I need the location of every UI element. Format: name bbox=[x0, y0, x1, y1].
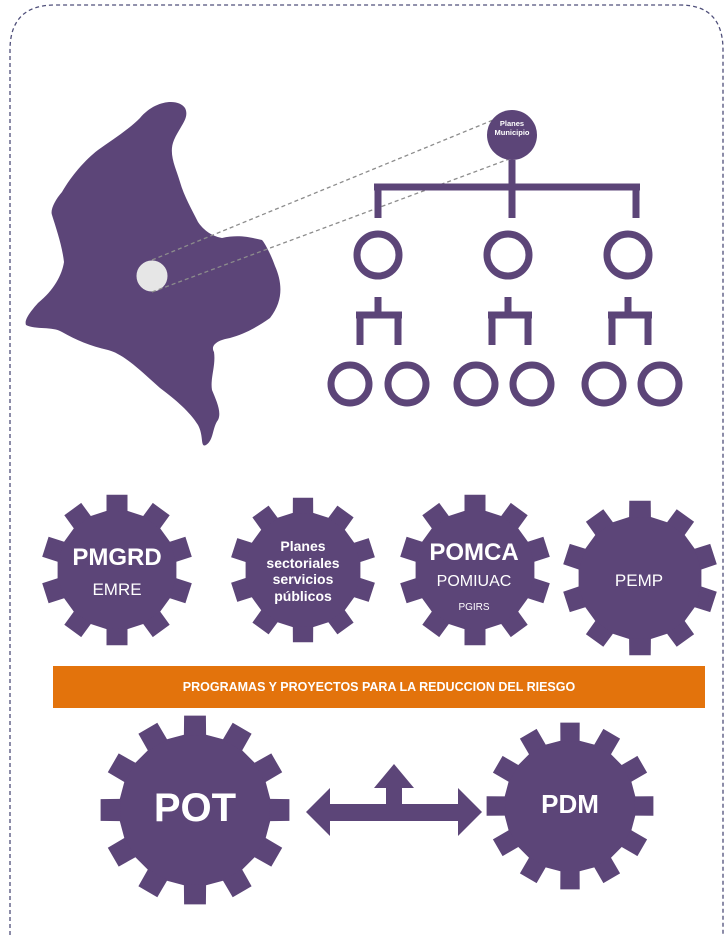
gear-pomca-title: POMCA bbox=[429, 539, 519, 566]
banner: PROGRAMAS Y PROYECTOS PARA LA REDUCCION … bbox=[53, 666, 705, 708]
municipio-node-line2: Municipio bbox=[494, 128, 530, 138]
bottom-gears bbox=[100, 715, 654, 905]
gear-pemp-icon-body bbox=[579, 517, 701, 639]
gear-pot-title: POT bbox=[153, 786, 237, 830]
gear-pdm: PDM bbox=[500, 789, 640, 819]
tree-node-leaf-4 bbox=[509, 361, 555, 407]
tree-node-mid-1 bbox=[353, 230, 403, 280]
gear-pmgrd-title: PMGRD bbox=[72, 544, 162, 571]
municipio-node-line1: Planes bbox=[499, 119, 525, 128]
double-arrow-icon bbox=[306, 764, 482, 836]
gear-pmgrd: PMGRD EMRE bbox=[50, 545, 184, 599]
tree-node-leaf-1 bbox=[327, 361, 373, 407]
municipio-node bbox=[487, 110, 537, 160]
gears-row bbox=[42, 494, 717, 656]
map-location-point bbox=[135, 259, 169, 293]
gear-planes-sectoriales: Planes sectoriales servicios públicos bbox=[246, 538, 360, 604]
gear-pot: POT bbox=[120, 787, 270, 829]
tree-node-leaf-5 bbox=[581, 361, 627, 407]
banner-text: PROGRAMAS Y PROYECTOS PARA LA REDUCCION … bbox=[182, 680, 576, 694]
gear-pot-icon-body bbox=[120, 735, 270, 885]
gear-pmgrd-icon-body bbox=[58, 511, 176, 629]
tree-node-leaf-2 bbox=[384, 361, 430, 407]
tree-node-mid-3 bbox=[603, 230, 653, 280]
dashed-frame bbox=[9, 4, 724, 935]
hierarchy-tree bbox=[327, 110, 683, 407]
tree-node-leaf-6 bbox=[637, 361, 683, 407]
gear-pmgrd-sub: EMRE bbox=[92, 580, 142, 600]
banner-background bbox=[53, 666, 705, 708]
gear-pemp: PEMP bbox=[575, 572, 703, 590]
gear-pomca-icon-body bbox=[416, 511, 534, 629]
gear-pomca-sub: POMIUAC bbox=[436, 573, 512, 591]
gear-pomca-sub2: PGIRS bbox=[458, 601, 490, 613]
tree-node-leaf-3 bbox=[453, 361, 499, 407]
gear-pomca: POMCA POMIUAC PGIRS bbox=[408, 540, 540, 613]
projection-line-upper bbox=[151, 117, 499, 261]
gear-pdm-title: PDM bbox=[541, 789, 599, 819]
municipio-node-label: Planes Municipio bbox=[484, 119, 540, 138]
tree-node-mid-2 bbox=[483, 230, 533, 280]
gear-pdm-icon-body bbox=[505, 741, 635, 871]
gear-pemp-title: PEMP bbox=[614, 571, 664, 590]
projection-line-lower bbox=[151, 154, 521, 293]
gear-planes-sectoriales-title: Planes sectoriales servicios públicos bbox=[266, 538, 340, 604]
gear-planes-sectoriales-icon-body bbox=[246, 513, 360, 627]
